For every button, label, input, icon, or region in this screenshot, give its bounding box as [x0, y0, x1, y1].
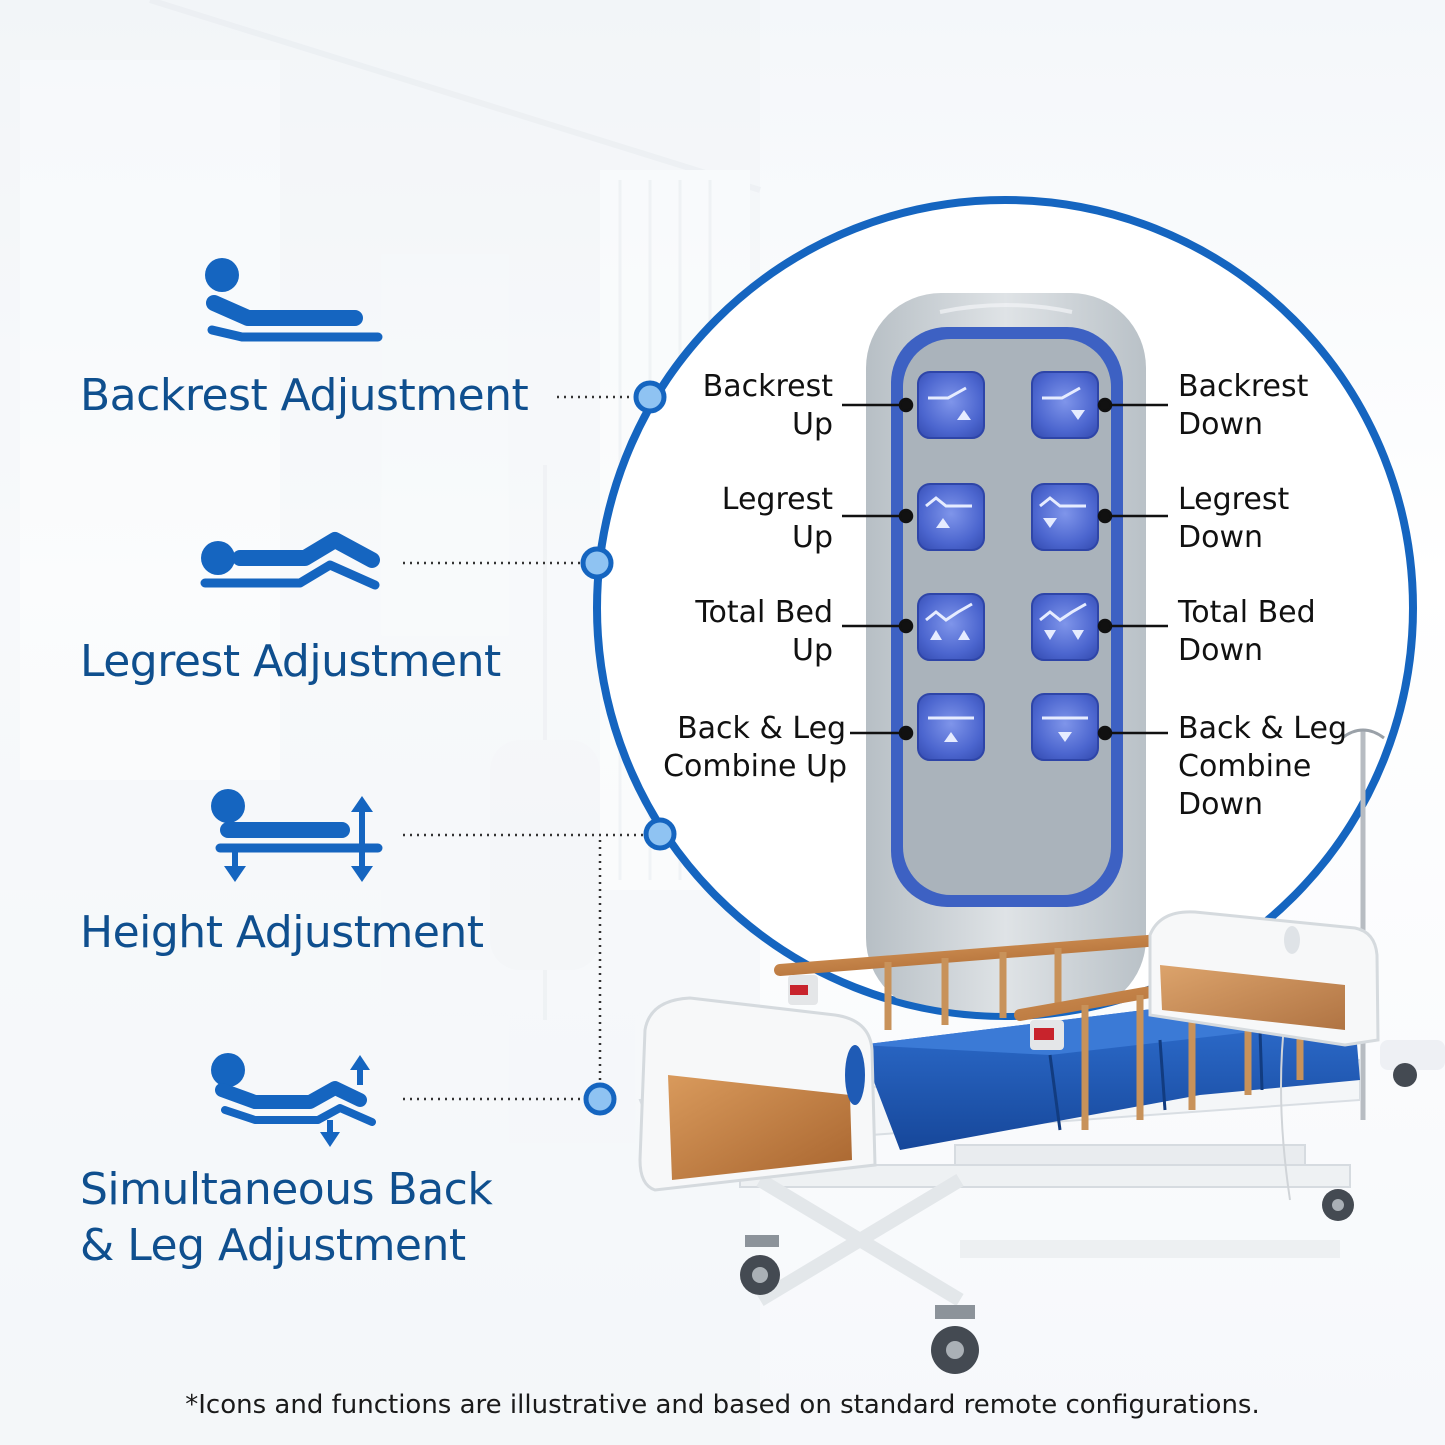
footnote: *Icons and functions are illustrative an… [185, 1390, 1260, 1420]
feature-title-combo-line1: Simultaneous Back [80, 1164, 493, 1215]
feature-title-combo: Simultaneous Back & Leg Adjustment [80, 1162, 493, 1274]
label-line: Legrest [721, 482, 833, 517]
feature-title-height: Height Adjustment [80, 907, 484, 958]
label-line: Total Bed [695, 595, 833, 630]
label-legrest-up: Legrest Up [722, 481, 833, 557]
label-line: Down [1178, 787, 1264, 822]
button-total-bed-up [917, 593, 985, 661]
label-total-bed-up: Total Bed Up [695, 594, 833, 670]
button-legrest-down [1031, 483, 1099, 551]
label-line: Combine Up [663, 749, 847, 784]
bed-wheels [740, 1063, 1417, 1374]
label-line: Backrest [1178, 369, 1309, 404]
label-line: Down [1178, 633, 1264, 668]
height-icon [211, 789, 383, 882]
label-line: Legrest [1178, 482, 1290, 517]
button-legrest-up [917, 483, 985, 551]
button-backrest-down [1031, 371, 1099, 439]
backrest-icon [205, 258, 383, 342]
button-backrest-up [917, 371, 985, 439]
label-combine-down: Back & Leg Combine Down [1178, 710, 1347, 824]
connector-nodes [580, 380, 677, 1116]
label-backrest-up: Backrest Up [703, 368, 833, 444]
button-combine-down [1031, 693, 1099, 761]
label-legrest-down: Legrest Down [1178, 481, 1289, 557]
button-total-bed-down [1031, 593, 1099, 661]
connector-lines [403, 395, 645, 1101]
remote-buttons [917, 371, 1099, 761]
label-line: Combine [1178, 749, 1312, 784]
label-line: Down [1178, 407, 1264, 442]
feature-title-combo-line2: & Leg Adjustment [80, 1220, 466, 1271]
button-combine-up [917, 693, 985, 761]
pointer-lines [842, 397, 1168, 741]
legrest-icon [200, 532, 380, 590]
feature-title-legrest: Legrest Adjustment [80, 636, 501, 687]
label-line: Up [791, 407, 833, 442]
label-line: Total Bed [1178, 595, 1316, 630]
label-line: Backrest [702, 369, 833, 404]
hospital-bed [638, 728, 1417, 1374]
label-line: Down [1178, 520, 1264, 555]
feature-title-backrest: Backrest Adjustment [80, 370, 529, 421]
label-line: Up [791, 633, 833, 668]
label-line: Back & Leg [677, 711, 847, 746]
label-line: Up [791, 520, 833, 555]
label-backrest-down: Backrest Down [1178, 368, 1308, 444]
label-combine-up: Back & Leg Combine Up [663, 710, 847, 786]
label-total-bed-down: Total Bed Down [1178, 594, 1316, 670]
label-line: Back & Leg [1178, 711, 1347, 746]
back-leg-combo-icon [211, 1053, 376, 1147]
